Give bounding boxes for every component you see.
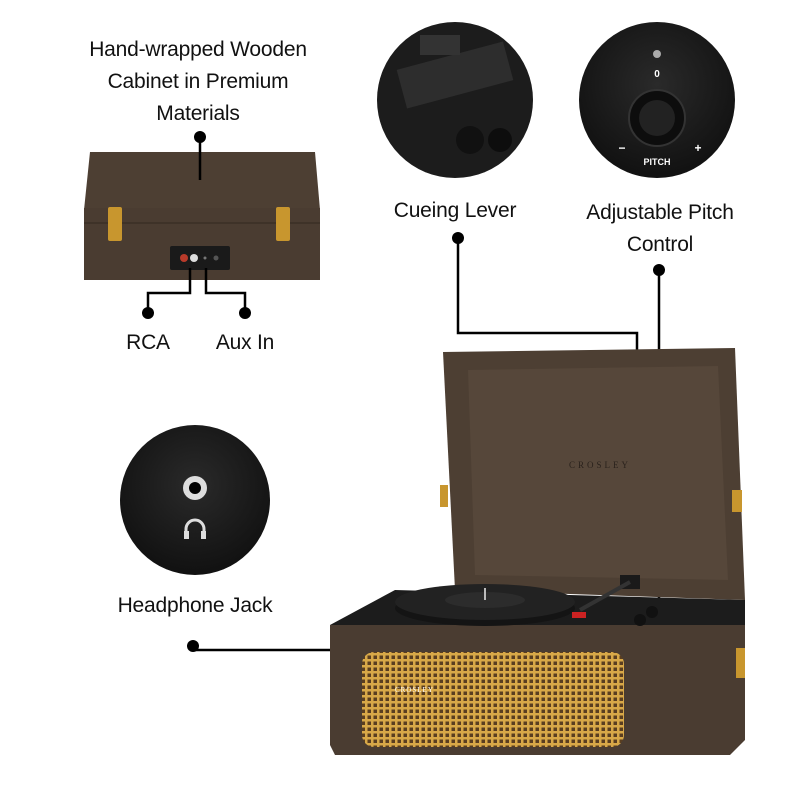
latch-right [276,207,290,241]
pitch-control-label: Adjustable Pitch Control [586,201,734,256]
speaker-grille [362,652,624,747]
cabinet-label: Hand-wrapped Wooden Cabinet in Premium M… [89,38,307,125]
headphone-jack-label: Headphone Jack [117,594,273,617]
latch-left [108,207,122,241]
pitch-plus-label: + [694,141,701,155]
cueing-lever-detail-image [377,22,533,178]
pitch-zero-label: 0 [654,69,660,80]
pitch-control-detail-image [579,22,735,178]
callout-dots [142,131,665,652]
closed-case-image [84,152,320,280]
cueing-lever-label: Cueing Lever [393,199,517,222]
io-panel [170,246,230,270]
grille-logo: CROSLEY [395,686,434,694]
headphone-icon [184,518,206,535]
lid-logo: CROSLEY [569,460,631,470]
turntable-image: CROSLEY CROSLEY [330,348,745,755]
rca-label: RCA [126,331,170,354]
headphone-jack-detail-image [120,425,270,575]
pitch-minus-label: − [618,141,625,155]
pitch-dial-label: PITCH [644,157,671,167]
aux-in-label: Aux In [215,331,275,354]
